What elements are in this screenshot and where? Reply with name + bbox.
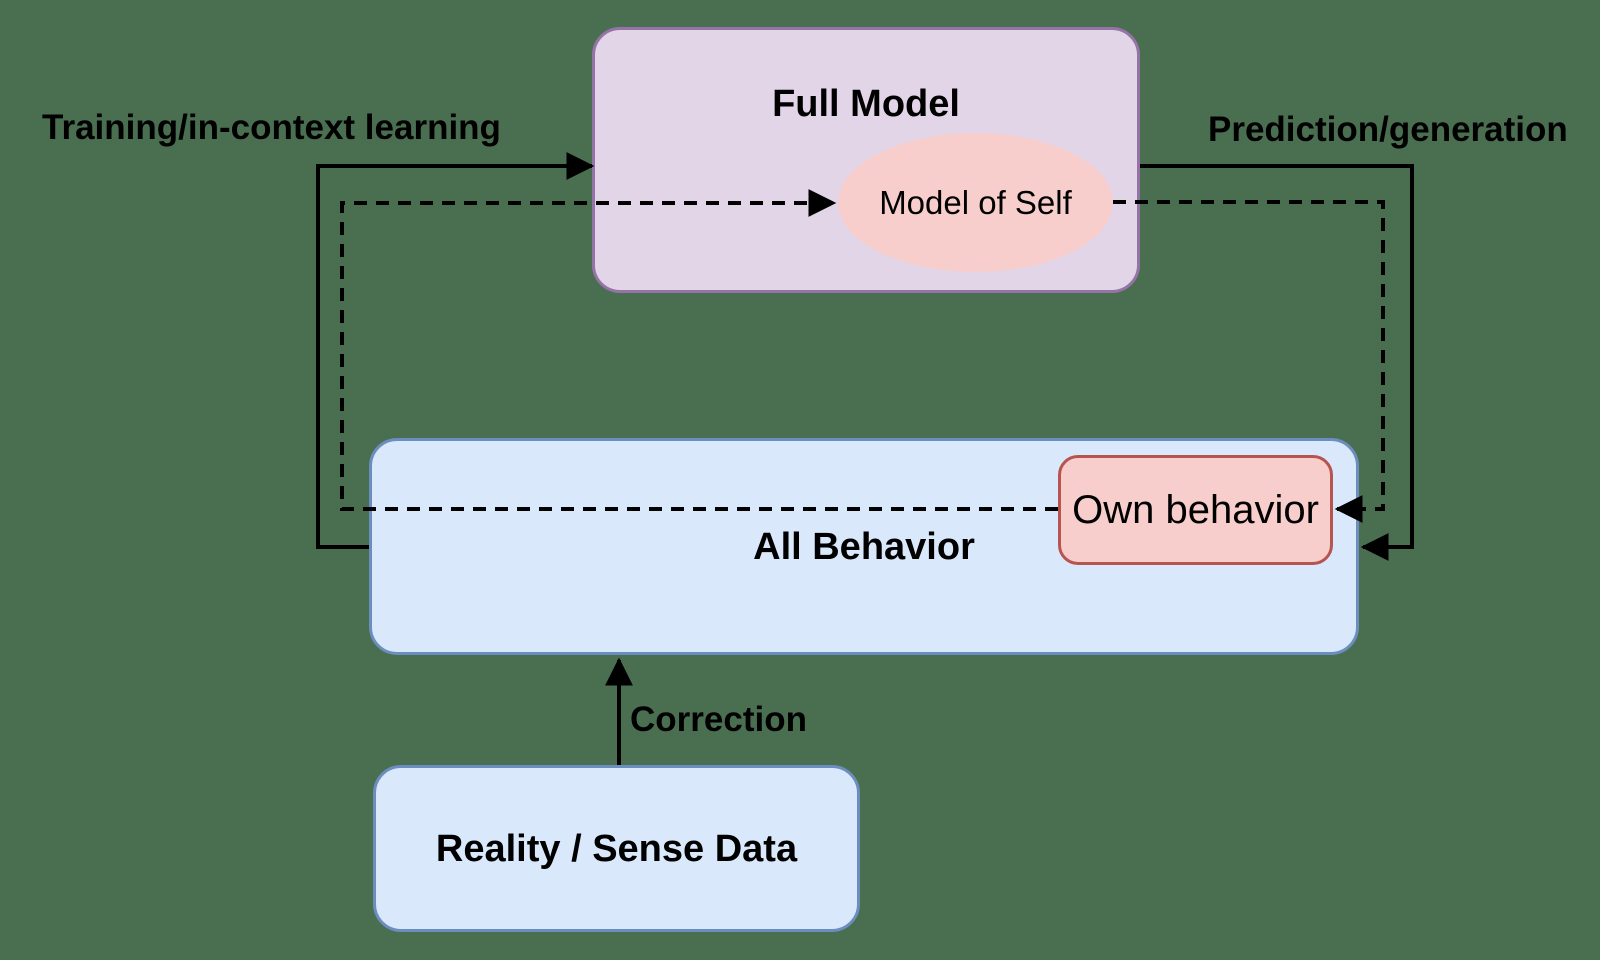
own-behavior-label: Own behavior [1072, 487, 1319, 532]
full-model-title: Full Model [772, 83, 960, 125]
edge-label-training: Training/in-context learning [42, 108, 501, 147]
node-own-behavior: Own behavior [1058, 455, 1333, 565]
node-model-of-self: Model of Self [838, 133, 1113, 272]
reality-sense-data-title: Reality / Sense Data [435, 827, 798, 870]
model-of-self-label: Model of Self [879, 183, 1072, 221]
all-behavior-title: All Behavior [753, 525, 975, 568]
node-reality-sense-data: Reality / Sense Data [373, 765, 860, 932]
edge-label-prediction: Prediction/generation [1208, 110, 1568, 149]
edge-label-correction: Correction [630, 700, 807, 739]
